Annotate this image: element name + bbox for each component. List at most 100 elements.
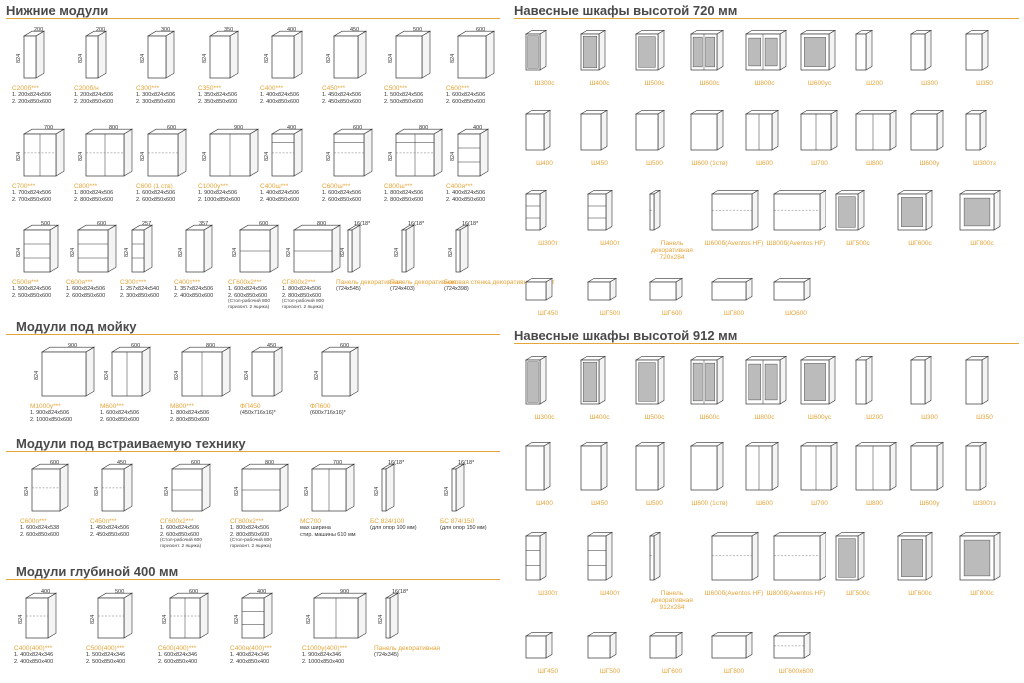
- wall-cabinet-item[interactable]: ШГ800с: [952, 180, 1012, 247]
- wall-cabinet-item[interactable]: Ш350: [958, 20, 1011, 87]
- wall-cabinet-item[interactable]: ШГ500с: [828, 180, 888, 247]
- wall-cabinet-item[interactable]: ШГ500с: [828, 522, 888, 597]
- wall-cabinet-item[interactable]: ШГ600х600: [766, 622, 826, 675]
- wall-cabinet-item[interactable]: Ш500с: [628, 346, 681, 421]
- wall-cabinet-item[interactable]: ШГ500: [580, 268, 640, 317]
- wall-cabinet-item[interactable]: Ш350: [958, 346, 1011, 421]
- wall-cabinet-item[interactable]: Ш400т: [580, 180, 640, 247]
- wall-cabinet-item[interactable]: Ш300тз: [958, 100, 1011, 167]
- wall-cabinet-item[interactable]: Ш800б(Aventos HF): [766, 522, 828, 597]
- wall-cabinet-item[interactable]: Ш400с: [573, 346, 626, 421]
- wall-cabinet-item[interactable]: Ш800с: [738, 20, 791, 87]
- wall-cabinet-item[interactable]: Ш400: [518, 100, 571, 167]
- wall-cabinet-item[interactable]: Ш300с: [518, 20, 571, 87]
- wall-cabinet-item[interactable]: Ш300с: [518, 346, 571, 421]
- wall-cabinet-item[interactable]: Ш450: [573, 100, 626, 167]
- wall-cabinet-item[interactable]: ШГ800с: [952, 522, 1012, 597]
- wall-cabinet-item[interactable]: Ш400т: [580, 522, 640, 597]
- wall-cabinet-item[interactable]: ШГ600: [642, 268, 702, 317]
- wall-cabinet-item[interactable]: Ш500с: [628, 20, 681, 87]
- wall-cabinet-item[interactable]: Панель декоративная 912х284: [642, 522, 702, 611]
- wall-cabinet-item[interactable]: Ш300т: [518, 180, 578, 247]
- wall-cabinet-item[interactable]: ШГ450: [518, 622, 578, 675]
- wall-cabinet-item[interactable]: ШГ450: [518, 268, 578, 317]
- wall-cabinet-item[interactable]: Ш300: [903, 20, 956, 87]
- wall-cabinet-item[interactable]: Ш600у: [903, 100, 956, 167]
- wall-cabinet-item[interactable]: Ш800: [848, 432, 901, 507]
- wall-cabinet-item[interactable]: Ш600: [738, 100, 791, 167]
- wall-cabinet-item[interactable]: Ш600с: [683, 20, 736, 87]
- wall-cabinet-item[interactable]: Ш600б(Aventos HF): [704, 180, 764, 247]
- wall-cabinet-item[interactable]: Ш600 (1ств): [683, 432, 736, 507]
- wall-cabinet-item[interactable]: Ш500: [628, 432, 681, 507]
- wall-cabinet-item[interactable]: Ш800б(Aventos HF): [766, 180, 828, 247]
- wall-cabinet-item[interactable]: Ш700: [793, 100, 846, 167]
- wall-cabinet-item[interactable]: Ш400с: [573, 20, 626, 87]
- wall-cabinet-item[interactable]: Ш400: [518, 432, 571, 507]
- wall-cabinet-item[interactable]: ШГ800: [704, 622, 764, 675]
- wall-cabinet-item[interactable]: Ш300тз: [958, 432, 1011, 507]
- wall-cabinet-item[interactable]: ШГ600с: [890, 522, 950, 597]
- wall-cabinet-item[interactable]: Панель декоративная 720х284: [642, 180, 702, 261]
- wall-cabinet-item[interactable]: Ш600ус: [793, 20, 846, 87]
- wall-cabinet-item[interactable]: Ш450: [573, 432, 626, 507]
- wall-cabinet-item[interactable]: Ш600б(Aventos HF): [704, 522, 764, 597]
- wall-cabinet-item[interactable]: Ш200: [848, 346, 901, 421]
- wall-cabinet-item[interactable]: Ш300т: [518, 522, 578, 597]
- wall-cabinet-item[interactable]: Ш500: [628, 100, 681, 167]
- wall-cabinet-item[interactable]: ШГ500: [580, 622, 640, 675]
- wall-cabinet-item[interactable]: ШГ800: [704, 268, 764, 317]
- wall-cabinet-item[interactable]: Ш600с: [683, 346, 736, 421]
- wall-cabinet-item[interactable]: Ш600: [738, 432, 791, 507]
- wall-cabinet-item[interactable]: Ш600 (1ств): [683, 100, 736, 167]
- wall-cabinet-item[interactable]: Ш800с: [738, 346, 791, 421]
- wall-cabinet-item[interactable]: Ш600ус: [793, 346, 846, 421]
- wall-cabinet-item[interactable]: Ш300: [903, 346, 956, 421]
- wall-cabinet-item[interactable]: Ш600у: [903, 432, 956, 507]
- wall-cabinet-item[interactable]: ШГ600с: [890, 180, 950, 247]
- wall-cabinet-item[interactable]: Ш200: [848, 20, 901, 87]
